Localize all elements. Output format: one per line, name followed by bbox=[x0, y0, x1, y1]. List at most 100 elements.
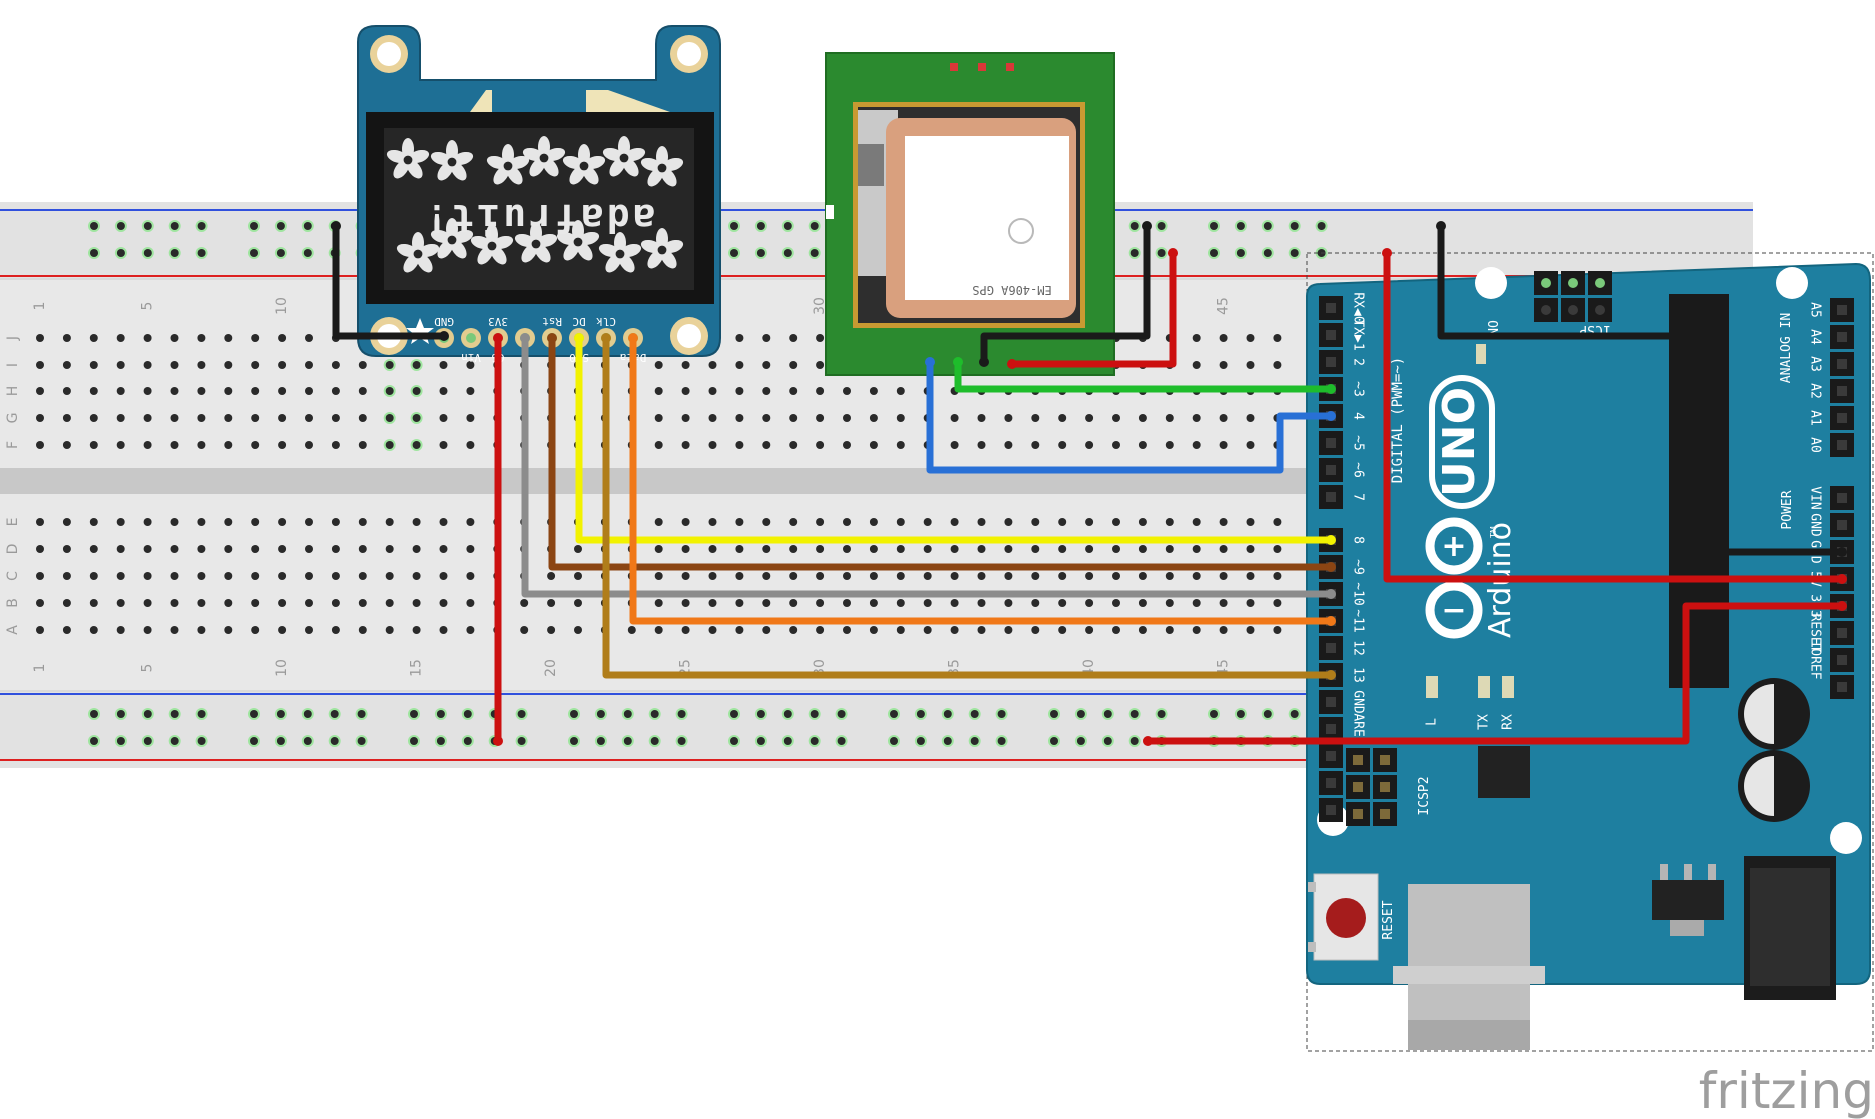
rail-hole bbox=[250, 249, 258, 257]
flower-icon bbox=[522, 136, 566, 177]
breadboard-hole bbox=[1138, 545, 1147, 553]
rail-hole bbox=[756, 737, 765, 745]
breadboard-hole bbox=[331, 572, 340, 580]
breadboard-hole bbox=[305, 361, 313, 369]
breadboard-hole bbox=[1058, 545, 1067, 553]
row-letter: E bbox=[5, 518, 21, 527]
reset-button[interactable] bbox=[1308, 873, 1379, 961]
breadboard-hole bbox=[1031, 626, 1040, 634]
breadboard-hole bbox=[331, 599, 340, 607]
rail-hole bbox=[143, 710, 152, 718]
rail-hole bbox=[890, 710, 898, 718]
breadboard-hole bbox=[1219, 599, 1228, 607]
breadboard-hole bbox=[224, 599, 233, 607]
breadboard-hole bbox=[762, 599, 771, 607]
breadboard-hole bbox=[843, 599, 851, 607]
rail-hole bbox=[997, 710, 1006, 718]
breadboard-hole bbox=[439, 387, 448, 395]
breadboard-hole bbox=[789, 387, 798, 395]
breadboard-hole bbox=[251, 572, 260, 580]
header-pin-label: GND bbox=[1808, 513, 1823, 537]
icsp2-header bbox=[1346, 748, 1397, 826]
led-label: L bbox=[1425, 718, 1440, 726]
breadboard-hole bbox=[358, 361, 367, 369]
flower-icon bbox=[602, 136, 646, 177]
breadboard-hole bbox=[197, 599, 206, 607]
rail-hole bbox=[810, 222, 819, 230]
row-letter: I bbox=[5, 363, 21, 367]
rail-hole bbox=[890, 737, 898, 745]
breadboard-hole bbox=[385, 599, 394, 607]
breadboard-hole bbox=[1273, 518, 1282, 526]
breadboard-hole bbox=[923, 626, 932, 634]
breadboard-hole bbox=[466, 572, 475, 580]
breadboard-hole bbox=[735, 518, 744, 526]
column-number-bottom: 5 bbox=[140, 664, 156, 673]
row-letter: C bbox=[5, 571, 21, 581]
breadboard-hole bbox=[278, 626, 287, 634]
rail-hole bbox=[650, 710, 659, 718]
breadboard-hole bbox=[89, 441, 98, 449]
rail-hole bbox=[116, 710, 125, 718]
breadboard-hole bbox=[950, 572, 959, 580]
breadboard-hole bbox=[1004, 599, 1013, 607]
rail-hole bbox=[357, 737, 366, 745]
breadboard-hole bbox=[36, 518, 44, 526]
gps-model-label: EM-406A GPS bbox=[972, 283, 1051, 297]
rail-hole bbox=[1236, 249, 1245, 257]
flower-icon bbox=[640, 146, 684, 187]
rail-hole bbox=[250, 737, 258, 745]
header-pin-label: 13 bbox=[1351, 667, 1366, 683]
breadboard-hole bbox=[762, 361, 771, 369]
breadboard-hole bbox=[923, 518, 932, 526]
breadboard-hole bbox=[143, 626, 152, 634]
rail-hole bbox=[1157, 222, 1166, 230]
breadboard-hole bbox=[1246, 441, 1255, 449]
wire-gnd-rail bbox=[1437, 222, 1846, 556]
breadboard-hole bbox=[170, 441, 179, 449]
breadboard-hole bbox=[358, 626, 367, 634]
rail-hole bbox=[1236, 222, 1245, 230]
analog-header-label: ANALOG IN bbox=[1779, 313, 1794, 383]
column-number-bottom: 20 bbox=[543, 659, 559, 677]
breadboard-hole bbox=[1004, 626, 1013, 634]
reset-label: RESET bbox=[1381, 900, 1396, 939]
breadboard-hole bbox=[762, 572, 771, 580]
breadboard-hole bbox=[170, 572, 179, 580]
breadboard-hole bbox=[1138, 572, 1147, 580]
breadboard-hole bbox=[439, 414, 448, 422]
rail-hole bbox=[250, 222, 258, 230]
breadboard-hole bbox=[331, 361, 340, 369]
rail-hole bbox=[997, 737, 1006, 745]
breadboard-hole bbox=[708, 361, 717, 369]
breadboard-hole bbox=[197, 334, 206, 342]
rail-hole bbox=[1290, 710, 1299, 718]
breadboard-hole bbox=[681, 572, 690, 580]
column-number-top: 5 bbox=[140, 302, 156, 311]
breadboard-hole bbox=[735, 387, 744, 395]
rail-hole bbox=[970, 710, 979, 718]
breadboard-hole bbox=[1004, 518, 1013, 526]
breadboard-hole bbox=[466, 361, 475, 369]
rail-hole bbox=[143, 249, 152, 257]
breadboard-hole bbox=[358, 441, 367, 449]
breadboard-hole bbox=[1246, 334, 1255, 342]
arduino-uno: UNO + − Arduino TM DIGITAL (PWM=~) ANALO… bbox=[1306, 252, 1874, 1052]
rail-hole bbox=[197, 710, 206, 718]
rail-hole bbox=[436, 710, 445, 718]
row-letter: H bbox=[5, 386, 21, 397]
breadboard-hole bbox=[1112, 626, 1120, 634]
wire-3v3-rail bbox=[1144, 602, 1846, 745]
breadboard-hole bbox=[1192, 414, 1201, 422]
breadboard-hole bbox=[1138, 414, 1147, 422]
breadboard-hole bbox=[681, 545, 690, 553]
breadboard-hole bbox=[762, 387, 771, 395]
breadboard-hole bbox=[89, 387, 98, 395]
breadboard-hole bbox=[62, 518, 71, 526]
rail-hole bbox=[250, 710, 258, 718]
header-pin-label: 8 bbox=[1351, 536, 1366, 544]
rail-hole bbox=[517, 737, 526, 745]
breadboard-hole bbox=[62, 361, 71, 369]
rail-hole bbox=[276, 710, 285, 718]
